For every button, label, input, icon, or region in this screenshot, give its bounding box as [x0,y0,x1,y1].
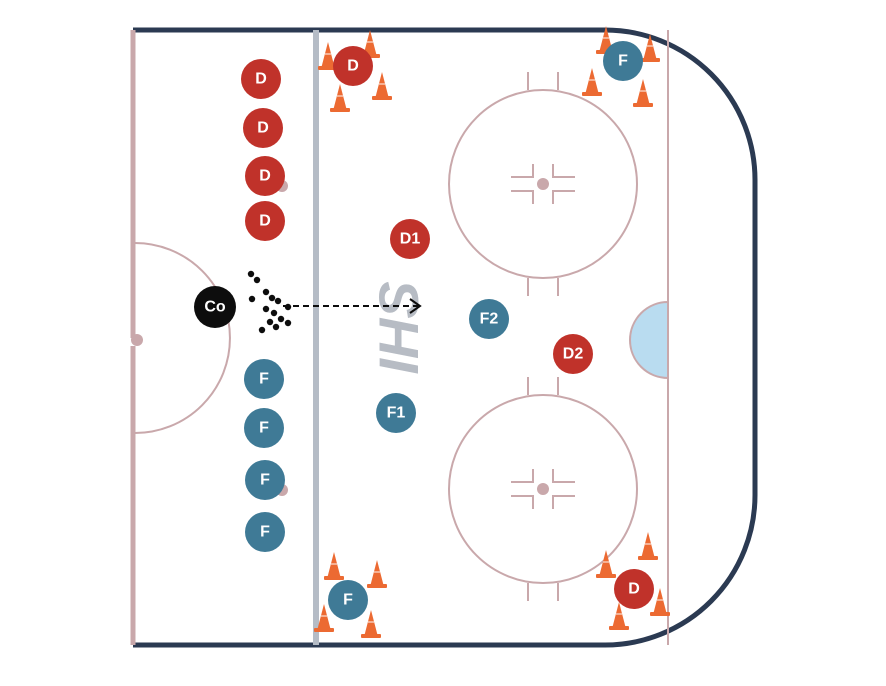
svg-text:F: F [259,371,269,388]
player-d: D [245,156,285,196]
ihs-logo-text: IHS [367,281,430,374]
player-corner-top-left: D [333,46,373,86]
svg-text:F: F [618,53,628,70]
svg-text:D1: D1 [400,231,421,248]
player-f: F [245,512,285,552]
player-corner-bottom-left: F [328,580,368,620]
ihs-logo: IHS [367,281,430,374]
faceoff-circle-bottom [448,377,638,601]
player-f2: F2 [469,299,509,339]
player-d: D [241,59,281,99]
player-corner-top-right: F [603,41,643,81]
player-d1: D1 [390,219,430,259]
center-circle [131,242,231,434]
goal-crease [629,300,669,380]
svg-text:F: F [260,524,270,541]
svg-text:D: D [259,168,271,185]
svg-text:Co: Co [204,299,226,316]
player-f1: F1 [376,393,416,433]
svg-text:D: D [347,58,359,75]
player-d: D [243,108,283,148]
svg-text:F1: F1 [387,405,406,422]
svg-text:D: D [255,71,267,88]
defense-line: D D D D [241,59,285,241]
forward-line: F F F F [244,359,285,552]
puck-pile [247,270,292,334]
svg-text:F: F [260,472,270,489]
svg-text:F: F [343,592,353,609]
svg-text:D: D [257,120,269,137]
player-corner-bottom-right: D [614,569,654,609]
svg-text:F: F [259,420,269,437]
player-d: D [245,201,285,241]
svg-text:D: D [628,581,640,598]
player-f: F [244,408,284,448]
player-f: F [245,460,285,500]
coach: Co [194,286,236,328]
player-f: F [244,359,284,399]
pass-arrow [283,298,422,314]
svg-text:F2: F2 [480,311,499,328]
rink-outline [130,27,758,648]
player-d2: D2 [553,334,593,374]
faceoff-circle-top [448,72,638,296]
svg-text:D: D [259,213,271,230]
svg-text:D2: D2 [563,346,584,363]
